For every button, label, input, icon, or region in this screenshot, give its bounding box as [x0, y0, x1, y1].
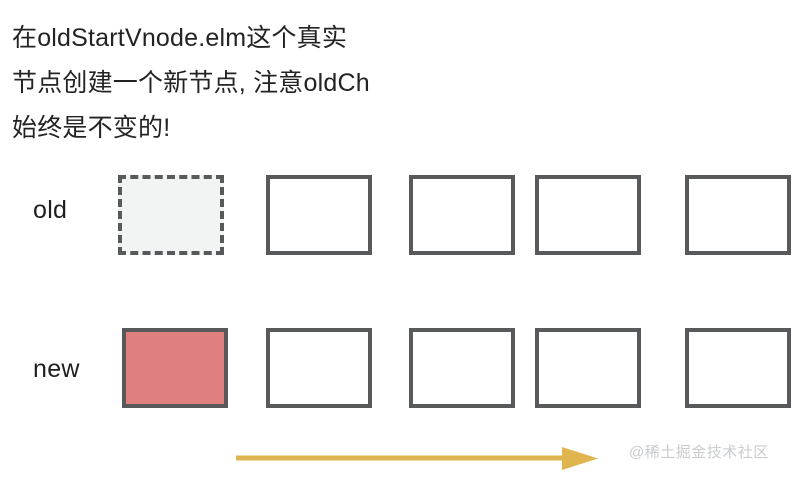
new-node-3: [409, 328, 515, 408]
caption-text: 在oldStartVnode.elm这个真实 节点创建一个新节点, 注意oldC…: [12, 16, 452, 151]
old-node-2: [266, 175, 372, 255]
caption-line-3: 始终是不变的!: [12, 114, 171, 142]
row-label-new: new: [33, 355, 80, 383]
new-node-2: [266, 328, 372, 408]
new-node-4: [535, 328, 641, 408]
old-node-4: [535, 175, 641, 255]
new-node-5: [685, 328, 791, 408]
new-node-1-highlighted: [122, 328, 228, 408]
caption-line-1: 在oldStartVnode.elm这个真实: [12, 24, 348, 52]
caption-line-2: 节点创建一个新节点, 注意oldCh: [12, 69, 370, 97]
row-label-old: old: [33, 196, 68, 224]
old-node-3: [409, 175, 515, 255]
old-node-1-placeholder: [118, 175, 224, 255]
old-node-5: [685, 175, 791, 255]
watermark-text: @稀土掘金技术社区: [629, 444, 769, 461]
direction-arrow: [232, 440, 612, 476]
